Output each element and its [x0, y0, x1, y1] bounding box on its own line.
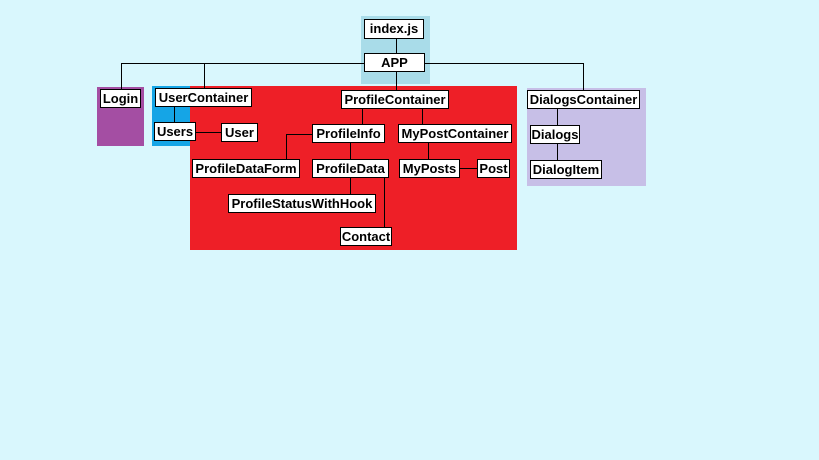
profile-data-node: ProfileData — [312, 159, 389, 178]
profile-data-form-node: ProfileDataForm — [192, 159, 300, 178]
dialogs-container-node: DialogsContainer — [527, 90, 640, 109]
index-js-node: index.js — [364, 19, 424, 39]
contact-node: Contact — [340, 227, 392, 246]
profileinfo-to-profiledataform-line — [286, 134, 312, 160]
users-node: Users — [154, 122, 196, 141]
my-posts-node: MyPosts — [399, 159, 460, 178]
user-node: User — [221, 123, 258, 142]
dialog-item-node: DialogItem — [530, 160, 602, 179]
profile-info-node: ProfileInfo — [312, 124, 385, 143]
dialogs-node: Dialogs — [530, 125, 580, 144]
profile-status-with-hook-node: ProfileStatusWithHook — [228, 194, 376, 213]
profile-container-node: ProfileContainer — [341, 90, 449, 109]
post-node: Post — [477, 159, 510, 178]
login-node: Login — [100, 89, 141, 108]
app-node: APP — [364, 53, 425, 72]
my-post-container-node: MyPostContainer — [398, 124, 512, 143]
user-container-node: UserContainer — [155, 88, 252, 107]
